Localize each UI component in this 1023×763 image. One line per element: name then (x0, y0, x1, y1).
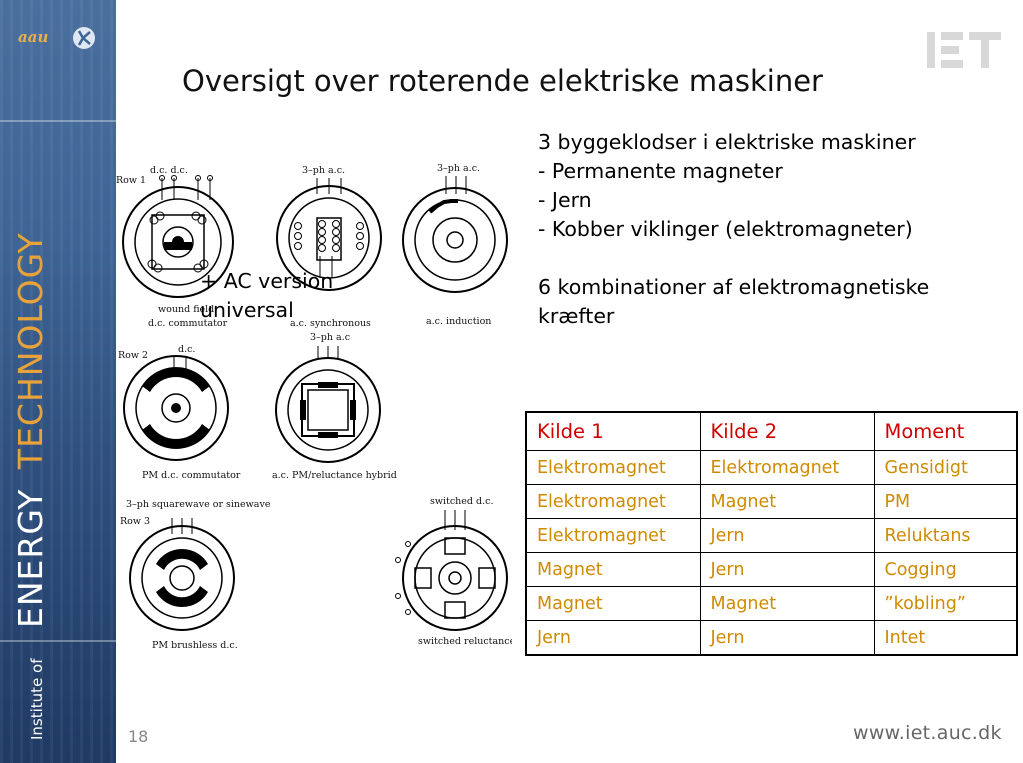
switched-reluctance-machine (395, 510, 508, 631)
ac-version-note: + AC version universal (200, 267, 333, 325)
table-cell: Jern (699, 620, 875, 656)
caption-pm-brushless: PM brushless d.c. (152, 640, 238, 651)
spacer (538, 244, 929, 273)
building-blocks-text: 3 byggeklodser i elektriske maskiner - P… (538, 128, 929, 331)
table-cell: Magnet (699, 484, 875, 519)
table-cell: PM (873, 484, 1018, 519)
bullet-item: - Permanente magneter (538, 159, 783, 183)
table-cell: Jern (699, 518, 875, 553)
table-cell: Reluktans (873, 518, 1018, 553)
sidebar-divider-bottom (0, 640, 116, 642)
energy-text: ENERGY (11, 488, 50, 628)
table-cell: Elektromagnet (699, 450, 875, 485)
iet-logo-icon (927, 32, 1001, 68)
table-cell: Jern (699, 552, 875, 587)
table-row: Elektromagnet Elektromagnet Gensidigt (525, 450, 1018, 485)
table-row: Elektromagnet Jern Reluktans (525, 518, 1018, 553)
pm-brushless-machine (129, 518, 235, 631)
row1-3ph-label-b: 3–ph a.c. (437, 163, 480, 174)
row2-3ph-label: 3–ph a.c (310, 332, 350, 343)
bullet-item: - Jern (538, 188, 592, 212)
table-cell: Magnet (525, 552, 701, 587)
table-row: Elektromagnet Magnet PM (525, 484, 1018, 519)
summary-line: 6 kombinationer af elektromagnetiske (538, 275, 930, 299)
table-header-cell: Moment (873, 411, 1018, 451)
caption-dc-commutator: d.c. commutator (148, 318, 228, 329)
aau-logo: aau (14, 26, 104, 50)
table-row: Magnet Jern Cogging (525, 552, 1018, 587)
row1-dc-label: d.c. d.c. (150, 165, 188, 176)
institute-text: Institute of (28, 658, 46, 740)
table-row: Magnet Magnet ”kobling” (525, 586, 1018, 621)
caption-pm-dc-commutator: PM d.c. commutator (142, 470, 241, 481)
summary-line: kræfter (538, 304, 615, 328)
footer-url[interactable]: www.iet.auc.dk (853, 722, 1002, 744)
table-cell: Elektromagnet (525, 484, 701, 519)
row2-dc-label: d.c. (178, 344, 195, 355)
sidebar-divider (0, 120, 116, 122)
force-combinations-table: Kilde 1 Kilde 2 Moment Elektromagnet Ele… (525, 411, 1018, 656)
building-blocks-heading: 3 byggeklodser i elektriske maskiner (538, 130, 916, 154)
technology-text: TECHNOLOGY (11, 232, 50, 470)
page-number: 18 (128, 727, 149, 746)
caption-ac-induction: a.c. induction (426, 316, 491, 327)
table-row: Jern Jern Intet (525, 620, 1018, 656)
table-header-cell: Kilde 1 (525, 411, 701, 451)
pm-reluctance-hybrid-machine (275, 346, 381, 463)
sidebar-texture (0, 0, 116, 763)
caption-pm-reluctance-hybrid: a.c. PM/reluctance hybrid (272, 470, 397, 481)
caption-wound-field: wound field (158, 304, 214, 315)
row3-switched-label: switched d.c. (430, 496, 493, 507)
page-title: Oversigt over roterende elektriske maski… (182, 64, 823, 98)
table-header-cell: Kilde 2 (699, 411, 875, 451)
caption-switched-reluctance: switched reluctance (418, 636, 512, 647)
aau-logo-text: aau (18, 28, 49, 46)
aau-emblem-icon (73, 27, 95, 49)
table-cell: Elektromagnet (525, 450, 701, 485)
pm-dc-commutator-machine (123, 355, 229, 461)
universal-line: universal (200, 298, 294, 322)
table-cell: Magnet (699, 586, 875, 621)
table-cell: Cogging (873, 552, 1018, 587)
table-cell: Intet (873, 620, 1018, 656)
ac-version-line: + AC version (200, 269, 334, 293)
row3-top-label: 3–ph squarewave or sinewave (126, 499, 271, 510)
ac-synchronous-machine (276, 178, 382, 291)
machine-diagram: Row 1 Row 2 Row 3 d.c. d.c. 3–ph a.c. 3–… (116, 163, 512, 651)
table-cell: Jern (525, 620, 701, 656)
table-header-row: Kilde 1 Kilde 2 Moment (525, 411, 1018, 451)
row1-label: Row 1 (116, 175, 146, 186)
table-cell: Magnet (525, 586, 701, 621)
bullet-item: - Kobber viklinger (elektromagneter) (538, 217, 913, 241)
caption-ac-synchronous: a.c. synchronous (290, 318, 371, 329)
row1-3ph-label: 3–ph a.c. (302, 165, 345, 176)
table-cell: Elektromagnet (525, 518, 701, 553)
row2-label: Row 2 (118, 350, 148, 361)
table-cell: Gensidigt (873, 450, 1018, 485)
row3-label: Row 3 (120, 516, 150, 527)
wound-field-machine (122, 175, 234, 298)
table-cell: ”kobling” (873, 586, 1018, 621)
sidebar: aau ENERGY TECHNOLOGY Institute of (0, 0, 116, 763)
ac-induction-machine (402, 176, 508, 293)
